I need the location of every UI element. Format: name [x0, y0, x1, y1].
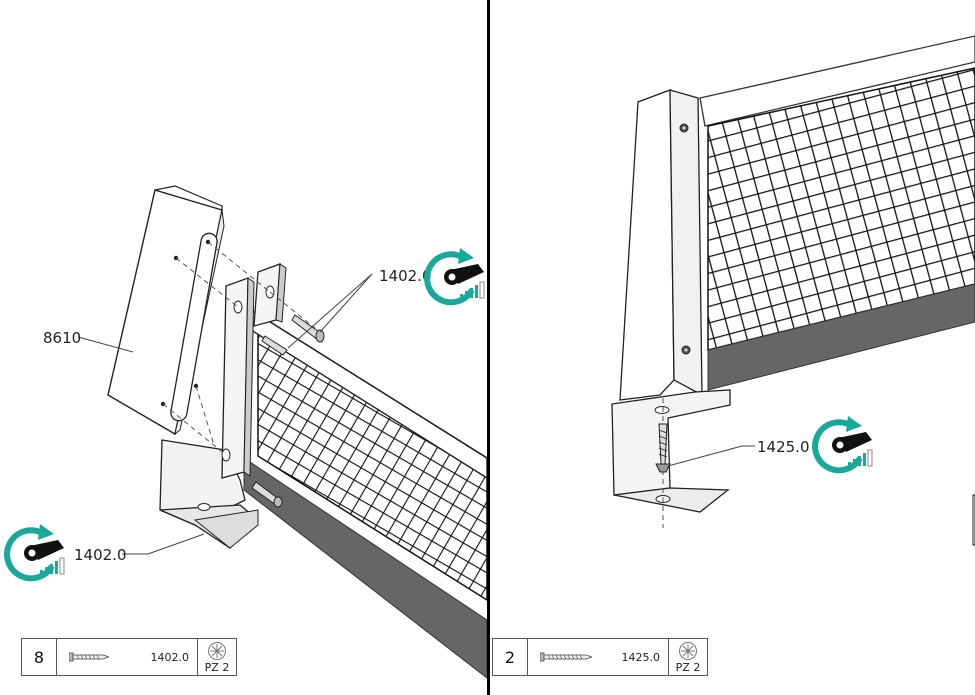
screw-icon — [251, 314, 325, 508]
part-screw: 1402.0 — [57, 639, 198, 675]
torque-wrench-icon — [4, 524, 65, 582]
part-code: 1402.0 — [150, 650, 190, 664]
panel-divider — [487, 0, 490, 695]
net — [707, 67, 975, 351]
screw-icon — [69, 652, 109, 662]
foot-bracket — [611, 389, 731, 513]
drive-label: PZ 2 — [675, 661, 701, 674]
right-assembly-step: 1425.0 2 1425.0 — [490, 0, 975, 695]
callout-screw: 1425.0 — [757, 438, 810, 456]
callout-screw-top: 1402.0 — [379, 267, 432, 285]
drive-type: PZ 2 — [198, 639, 236, 675]
drive-type: PZ 2 — [669, 639, 707, 675]
parts-list-box: 2 1425.0 PZ 2 — [492, 638, 708, 676]
net-top-rail — [699, 35, 975, 127]
post-brackets — [159, 263, 287, 549]
part-code: 1425.0 — [621, 650, 661, 664]
torque-wrench-icon — [424, 248, 485, 306]
screw-icon — [655, 423, 671, 473]
screw-icon — [540, 652, 592, 662]
callout-screw-bottom: 1402.0 — [74, 546, 127, 564]
net — [243, 306, 487, 679]
bracket-cover-8610 — [107, 185, 225, 436]
part-quantity: 8 — [22, 639, 57, 675]
left-assembly-drawing: 8610 1402.0 1402.0 — [4, 185, 487, 679]
left-assembly-step: 8610 1402.0 1402.0 — [0, 0, 487, 695]
net-post — [619, 89, 703, 401]
pozidriv-bit-icon — [208, 642, 226, 660]
alignment-lines — [162, 241, 316, 456]
part-screw: 1425.0 — [528, 639, 669, 675]
leader-line — [667, 445, 755, 467]
net-bottom-band — [707, 283, 975, 391]
torque-wrench-icon — [812, 416, 873, 474]
parts-list-box: 8 1402.0 PZ 2 — [21, 638, 237, 676]
leader-lines — [77, 273, 373, 555]
part-quantity: 2 — [493, 639, 528, 675]
drive-label: PZ 2 — [204, 661, 230, 674]
callout-part-8610: 8610 — [43, 329, 81, 347]
pozidriv-bit-icon — [679, 642, 697, 660]
right-assembly-drawing: 1425.0 — [611, 35, 975, 546]
